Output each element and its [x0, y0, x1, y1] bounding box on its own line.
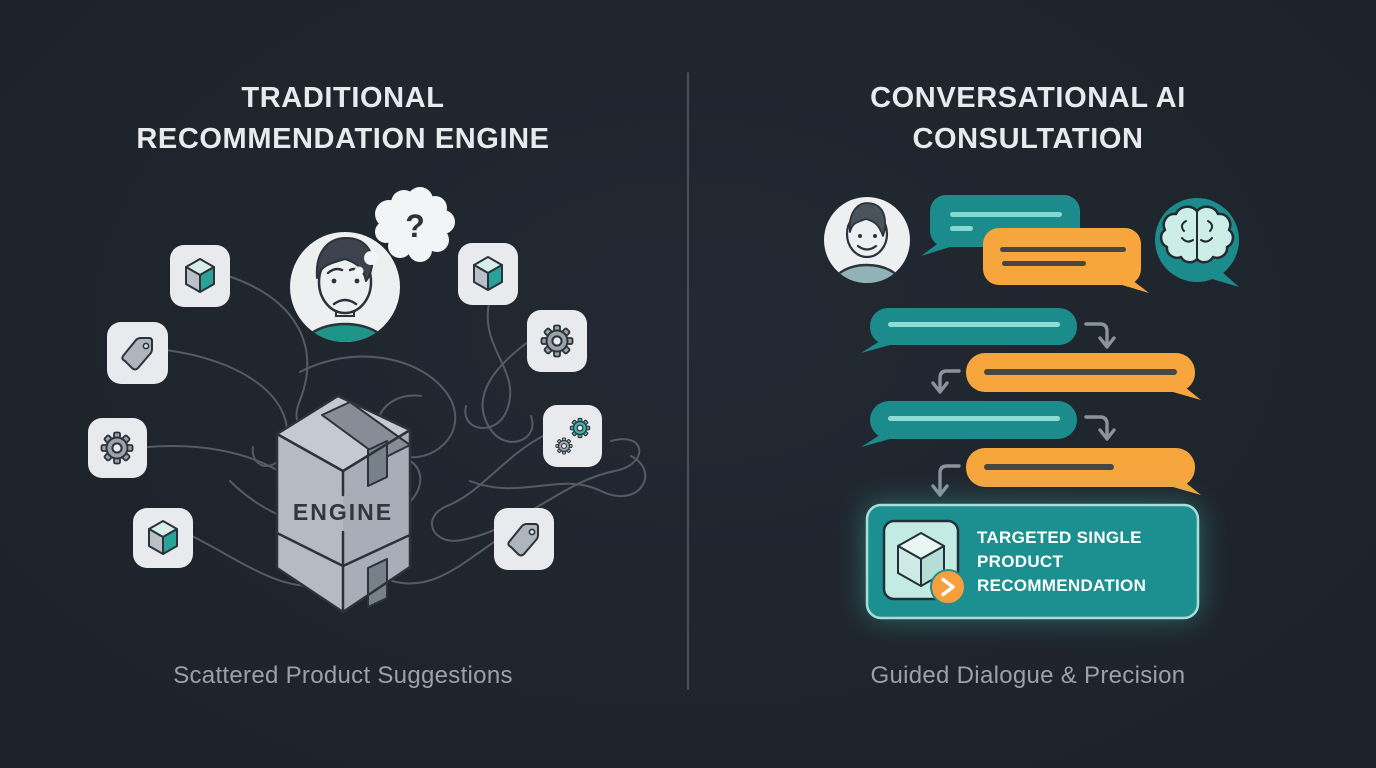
engine-box-label: ENGINE: [292, 499, 394, 525]
ai-chat-bubble: [966, 353, 1201, 400]
cube-icon: [148, 520, 178, 555]
recommendation-line2: PRODUCT: [977, 552, 1064, 571]
right-panel-title: CONVERSATIONAL AI CONSULTATION: [718, 78, 1338, 160]
gear-tile: [527, 310, 587, 372]
user-chat-bubble: [861, 401, 1077, 447]
cube-tile: [170, 245, 230, 307]
chevron-right-icon: [930, 569, 966, 605]
recommendation-card-label: TARGETED SINGLE PRODUCT RECOMMENDATION: [977, 526, 1195, 598]
right-title-line2: CONSULTATION: [912, 123, 1144, 155]
tag-tile: [107, 322, 168, 384]
tangled-lines: [147, 275, 647, 587]
gear-icon: [540, 324, 574, 358]
flow-arrow-down-icon: [931, 369, 961, 394]
flow-arrow-down-icon: [1084, 415, 1116, 441]
left-panel-title: TRADITIONAL RECOMMENDATION ENGINE: [33, 78, 653, 160]
thought-bubble: [354, 187, 455, 276]
chat-flow: [861, 308, 1201, 497]
gear-icon: [100, 431, 134, 465]
double-gear-tile: [543, 405, 602, 467]
flow-arrow-down-icon: [1084, 322, 1116, 349]
left-panel-caption: Scattered Product Suggestions: [173, 662, 513, 689]
left-title-line1: TRADITIONAL: [241, 82, 445, 114]
flow-arrow-down-icon: [931, 464, 961, 497]
user-chat-bubble: [861, 308, 1077, 353]
gear-tile: [88, 418, 147, 478]
tag-tile: [494, 508, 554, 570]
cube-icon: [473, 256, 503, 291]
right-title-line1: CONVERSATIONAL AI: [870, 82, 1186, 114]
ai-chat-bubble: [966, 448, 1201, 495]
cube-tile: [458, 243, 518, 305]
cube-icon: [185, 258, 215, 293]
recommendation-card: [865, 503, 1200, 620]
engine-box: [275, 394, 412, 614]
recommendation-line1: TARGETED SINGLE: [977, 528, 1142, 547]
brain-icon: [1155, 198, 1239, 287]
scattered-product-tiles: [88, 243, 602, 570]
question-mark: ?: [405, 208, 425, 244]
recommendation-line3: RECOMMENDATION: [977, 576, 1147, 595]
user-avatar-icon: [824, 197, 910, 283]
ai-chat-bubble: [983, 228, 1149, 293]
cube-tile: [133, 508, 193, 568]
right-panel-caption: Guided Dialogue & Precision: [870, 662, 1186, 689]
left-title-line2: RECOMMENDATION ENGINE: [136, 123, 550, 155]
panel-divider: [687, 72, 689, 690]
cube-icon: [897, 532, 945, 587]
